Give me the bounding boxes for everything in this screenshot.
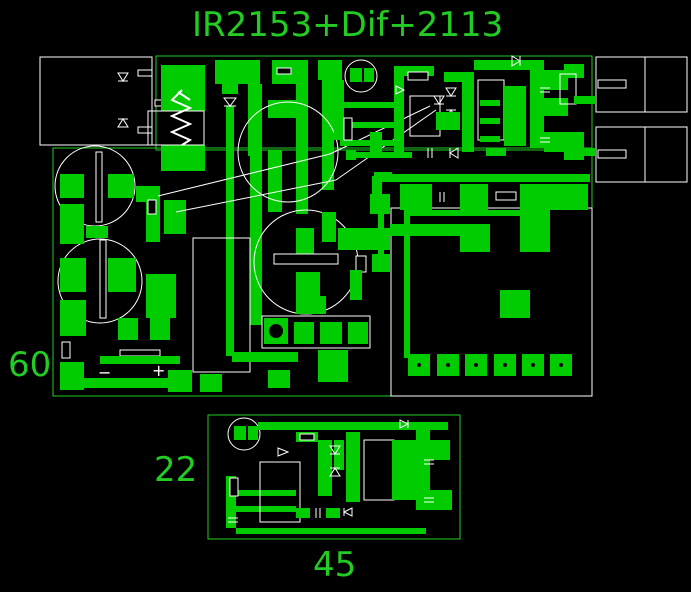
output-area-outline <box>390 207 593 397</box>
main-board: − + <box>39 55 688 397</box>
main-board-height-label: 60 <box>8 345 52 385</box>
thermistor-symbol <box>169 89 193 146</box>
small-board-outline <box>207 414 461 540</box>
polarity-minus: − <box>98 363 111 382</box>
board-title: IR2153+Dif+2113 <box>192 5 504 45</box>
capacitor-outline <box>57 238 143 324</box>
capacitor-outline <box>237 101 339 203</box>
diode-symbol <box>117 72 129 82</box>
small-board-height-label: 22 <box>154 450 198 490</box>
polarity-plus: + <box>152 361 165 380</box>
input-connector <box>39 56 153 146</box>
small-board-width-label: 45 <box>313 545 357 585</box>
diode-symbol <box>117 118 129 128</box>
gate-connector-top <box>595 56 688 113</box>
small-board <box>207 414 461 540</box>
